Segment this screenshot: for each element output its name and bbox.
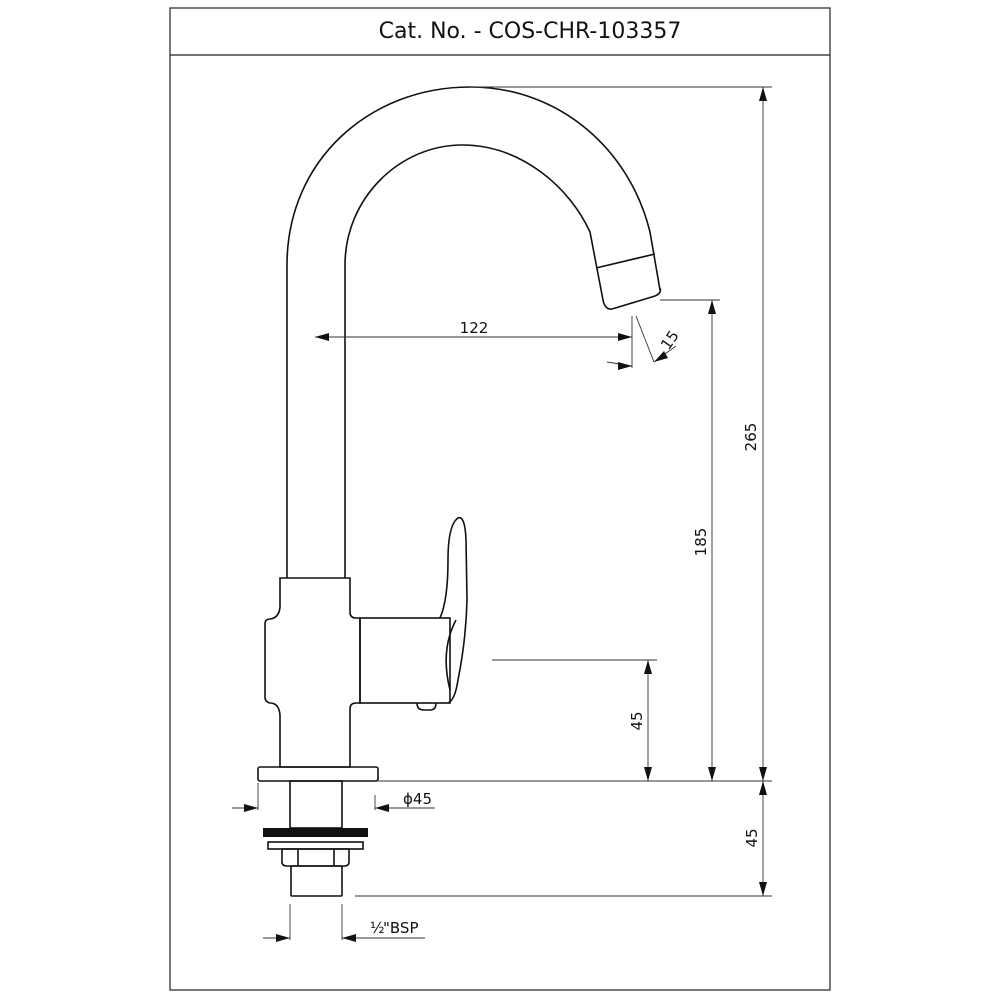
spout-height-label: 185 bbox=[692, 528, 710, 557]
lock-nut bbox=[281, 848, 350, 867]
aerator-band bbox=[595, 253, 656, 269]
drawing-frame bbox=[169, 7, 831, 991]
faucet-outline bbox=[257, 86, 662, 897]
handle-height-label: 45 bbox=[628, 711, 646, 730]
metal-washer bbox=[267, 841, 364, 850]
reach-label: 122 bbox=[460, 319, 489, 337]
lever-handle bbox=[439, 516, 468, 704]
shank-length-label: 45 bbox=[743, 828, 761, 847]
body bbox=[264, 577, 361, 768]
thread-size-label: "BSP bbox=[383, 919, 419, 937]
thread bbox=[290, 865, 343, 897]
cartridge-screw bbox=[416, 702, 437, 711]
flange bbox=[257, 766, 379, 782]
thread-fraction-label: ½ bbox=[370, 919, 385, 937]
rubber-washer bbox=[263, 828, 368, 837]
spout-outer bbox=[286, 86, 661, 578]
handle-housing bbox=[359, 617, 451, 704]
outlet-diameter-label: 15 bbox=[657, 327, 683, 353]
lever-contour bbox=[445, 619, 457, 691]
spout-inner bbox=[344, 144, 662, 578]
flange-diameter-label: ϕ45 bbox=[403, 790, 432, 808]
shank bbox=[289, 780, 343, 829]
total-height-label: 265 bbox=[742, 423, 760, 452]
dimension-lines bbox=[232, 86, 772, 942]
catalog-number: Cat. No. - COS-CHR-103357 bbox=[379, 19, 682, 44]
